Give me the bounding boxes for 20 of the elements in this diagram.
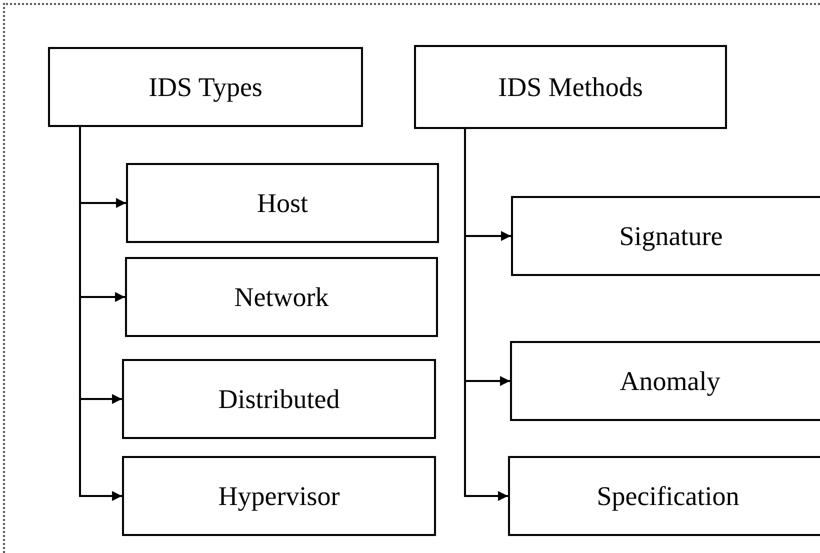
box-label: Specification [596, 480, 740, 512]
item-box [125, 257, 438, 337]
box-label: Distributed [218, 384, 340, 414]
box-label: Anomaly [620, 366, 720, 396]
box-label: Hypervisor [218, 480, 340, 512]
item-box [126, 163, 439, 243]
box-label: Network [234, 282, 329, 312]
item-box [510, 341, 820, 421]
item-box [122, 359, 436, 439]
item-box [122, 456, 436, 536]
box-label: IDS Types [148, 72, 262, 102]
arrow [79, 127, 122, 501]
item-box [511, 196, 820, 276]
category-box [48, 47, 363, 127]
arrow [464, 129, 508, 501]
category-box [414, 45, 727, 129]
box-label: IDS Methods [498, 72, 643, 102]
item-box [508, 456, 820, 536]
box-label: Signature [619, 220, 723, 252]
box-label: Host [256, 188, 308, 218]
